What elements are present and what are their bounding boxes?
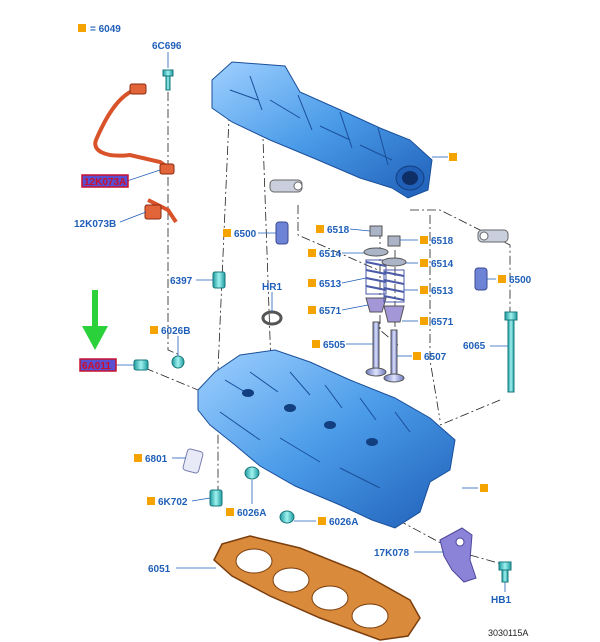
callout-12k073b: 12K073B <box>74 219 116 230</box>
callout-6513-left: 6513 <box>319 279 342 290</box>
callout-6a011-box <box>79 358 117 372</box>
callout-12k073a: 12K073A <box>84 177 126 188</box>
callout-hb1: HB1 <box>491 595 511 606</box>
callout-6c696: 6C696 <box>152 41 182 52</box>
leader-lines <box>116 169 508 592</box>
callout-6513-right: 6513 <box>431 286 454 297</box>
legend-text: = 6049 <box>90 24 121 35</box>
seal-hr1 <box>261 310 283 326</box>
legend-marker <box>78 24 86 32</box>
callout-12k073a-box <box>81 174 129 188</box>
callout-6571-left: 6571 <box>319 306 342 317</box>
bracket-17k078 <box>439 527 477 583</box>
cylinder-head <box>197 349 456 529</box>
lash-adjuster-right <box>474 267 488 291</box>
callout-6k702: 6K702 <box>158 497 188 508</box>
carrier-6049-marker <box>449 153 457 161</box>
callout-6500-right: 6500 <box>509 275 532 286</box>
plug-6026b <box>171 355 185 369</box>
part-6801 <box>182 448 204 474</box>
callout-6514-left: 6514 <box>319 249 342 260</box>
callout-6801: 6801 <box>145 454 168 465</box>
bolt-hb1 <box>498 561 512 583</box>
plug-6026a-1 <box>244 466 260 480</box>
part-6k702 <box>209 489 223 507</box>
bolt-6c696 <box>162 69 174 91</box>
wiring-harness <box>93 83 178 224</box>
head-gasket <box>213 535 421 641</box>
highlight-arrow <box>82 290 108 350</box>
callout-6507: 6507 <box>424 352 447 363</box>
callout-6051: 6051 <box>148 564 171 575</box>
lash-adjuster-left <box>275 221 289 245</box>
callout-6518-left: 6518 <box>327 225 350 236</box>
callout-6518-right: 6518 <box>431 236 454 247</box>
part-6397 <box>212 271 226 289</box>
callout-6026a-2: 6026A <box>329 517 358 528</box>
head-bolt-6065 <box>504 311 518 393</box>
callout-6026b: 6026B <box>161 326 190 337</box>
valve-train-left <box>363 225 389 377</box>
valve-train-right <box>381 235 407 383</box>
callout-6397: 6397 <box>170 276 193 287</box>
reference-code: 3030115A <box>488 628 528 638</box>
callout-6026a-1: 6026A <box>237 508 266 519</box>
plug-6026a-2 <box>279 510 295 524</box>
callout-17k078: 17K078 <box>374 548 409 559</box>
callout-hr1: HR1 <box>262 282 282 293</box>
callout-6514-right: 6514 <box>431 259 454 270</box>
sensor-6a011 <box>133 359 149 371</box>
rocker-arm-right <box>477 229 509 243</box>
callout-6500-left: 6500 <box>234 229 257 240</box>
callout-6505: 6505 <box>323 340 346 351</box>
head-6049-marker <box>480 484 488 492</box>
callout-6571-right: 6571 <box>431 317 454 328</box>
rocker-arm-left <box>269 179 303 193</box>
camshaft-carrier <box>211 61 433 199</box>
callout-6a011: 6A011 <box>82 361 111 372</box>
callout-6065: 6065 <box>463 341 486 352</box>
